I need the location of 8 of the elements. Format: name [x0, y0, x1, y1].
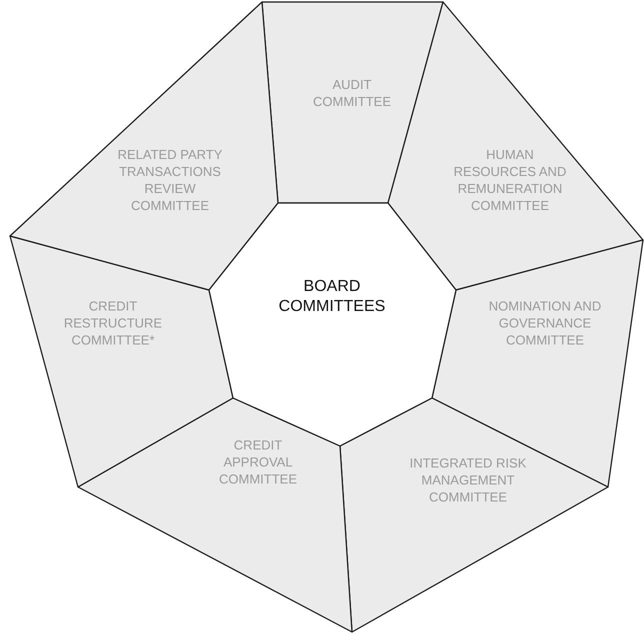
committee-label: RELATED PARTY TRANSACTIONS REVIEW COMMITTEE [116, 146, 224, 214]
committee-label: AUDIT COMMITTEE [312, 76, 392, 110]
committee-label: INTEGRATED RISK MANAGEMENT COMMITTEE [408, 454, 528, 506]
committee-label: NOMINATION AND GOVERNANCE COMMITTEE [488, 298, 602, 348]
committee-label: CREDIT RESTRUCTURE COMMITTEE* [62, 298, 164, 348]
center-title: BOARD COMMITTEES [278, 277, 386, 317]
committee-label: CREDIT APPROVAL COMMITTEE [218, 436, 298, 488]
committee-label: HUMAN RESOURCES AND REMUNERATION COMMITTEE [452, 146, 568, 214]
